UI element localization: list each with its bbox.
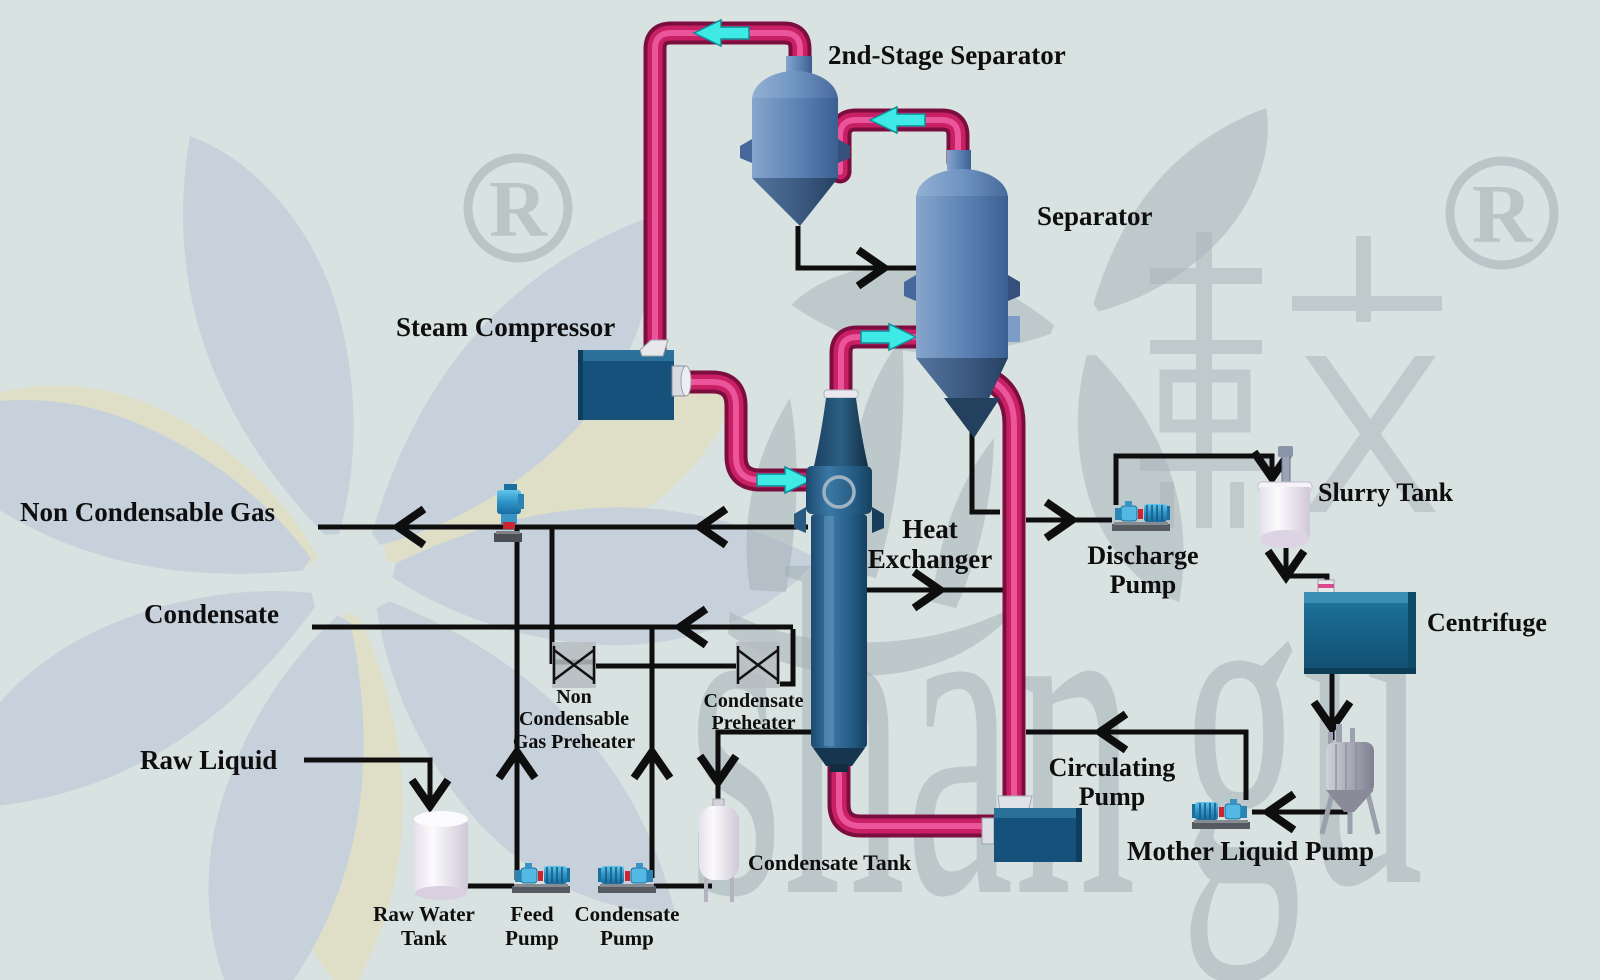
- mother-liquor-tank-vessel: [1319, 724, 1381, 835]
- flow-arrowhead: [1310, 699, 1354, 736]
- flow-arrowhead: [630, 744, 674, 781]
- pipe-separator-to-2nd-stage: [828, 108, 970, 184]
- line-condensate-preheater-out: [780, 629, 796, 687]
- label-condensate-preheater: Condensate Preheater: [703, 690, 804, 735]
- fan-logo-watermark-icon: [0, 133, 819, 980]
- label-separator: Separator: [1037, 201, 1153, 231]
- label-feed-pump: Feed Pump: [505, 902, 559, 950]
- line-separator-drain: [969, 432, 1000, 515]
- flow-arrowhead: [855, 246, 892, 290]
- flow-arrowhead: [1264, 548, 1308, 585]
- registered-mark-right-icon: R: [1445, 156, 1559, 270]
- gu-character-watermark-icon: [1140, 232, 1442, 528]
- centrifuge-unit: [1304, 579, 1416, 674]
- flow-arrowhead: [408, 777, 452, 814]
- label-discharge-pump: Discharge Pump: [1087, 541, 1199, 600]
- pipe-heat-exchanger-to-circulating-pump: [827, 748, 1008, 838]
- svg-text:R: R: [489, 166, 548, 254]
- flow-arrowhead: [1092, 710, 1129, 754]
- registered-mark-left-icon: R: [463, 153, 573, 263]
- condensate-preheater-valve-icon: [736, 642, 780, 688]
- label-non-condensable-gas: Non Condensable Gas: [20, 497, 276, 527]
- circulating-pump-unit: [981, 795, 1082, 862]
- flow-arrowhead: [692, 505, 729, 549]
- flow-arrowheads: [390, 246, 1354, 834]
- svg-text:R: R: [1472, 168, 1534, 261]
- label-condensate: Condensate: [144, 599, 280, 629]
- label-condensate-pump: Condensate Pump: [574, 902, 680, 950]
- line-2nd-stage-to-separator: [795, 226, 926, 271]
- flow-arrowhead: [911, 568, 948, 612]
- label-raw-water-tank: Raw Water Tank: [373, 902, 475, 950]
- flow-arrowhead: [1043, 498, 1080, 542]
- steam-compressor-unit: [578, 339, 692, 420]
- label-heat-exchanger: Heat Exchanger: [867, 514, 993, 575]
- label-condensate-tank: Condensate Tank: [748, 850, 912, 875]
- label-ncg-preheater: Non Condensable Gas Preheater: [512, 686, 636, 753]
- label-slurry-tank: Slurry Tank: [1318, 478, 1454, 507]
- pipe-heat-exchanger-to-separator: [829, 325, 936, 409]
- condensate-tank-vessel: [699, 798, 739, 902]
- label-raw-liquid: Raw Liquid: [140, 745, 278, 775]
- flow-arrowhead: [1260, 790, 1297, 834]
- label-mother-liquid-pump: Mother Liquid Pump: [1127, 836, 1375, 866]
- heat-exchanger-column: [794, 389, 884, 772]
- raw-water-tank-vessel: [414, 811, 468, 900]
- ncg-preheater-valve-icon: [552, 642, 596, 688]
- brand-text-shan: shan: [688, 474, 1136, 980]
- flow-arrowhead: [495, 744, 539, 781]
- label-second-stage-separator: 2nd-Stage Separator: [828, 40, 1066, 70]
- process-lines: [304, 226, 1351, 889]
- label-steam-compressor: Steam Compressor: [396, 312, 616, 342]
- watermark-layer: shan gu R R: [0, 108, 1559, 980]
- line-raw-liquid-feed: [304, 757, 433, 804]
- second-stage-separator-vessel: [740, 56, 850, 226]
- slurry-tank-vessel: [1257, 446, 1313, 548]
- label-circulating-pump: Circulating Pump: [1048, 753, 1176, 812]
- separator-vessel: [904, 150, 1020, 438]
- flow-arrowhead: [696, 753, 740, 790]
- flow-arrowhead: [672, 605, 709, 649]
- pipe-compressor-to-heat-exchanger: [670, 370, 818, 492]
- line-discharge-to-slurry-tank: [1113, 453, 1275, 505]
- label-centrifuge: Centrifuge: [1427, 608, 1547, 637]
- flow-arrowhead: [390, 505, 427, 549]
- vacuum-pump-unit: [494, 484, 524, 542]
